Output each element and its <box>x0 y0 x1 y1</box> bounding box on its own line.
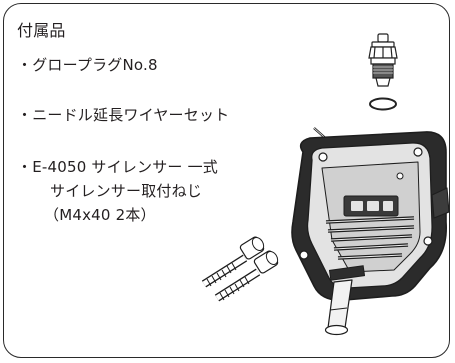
mounting-screws-illustration <box>201 236 279 302</box>
item-silencer-set: ・E-4050 サイレンサー 一式 <box>17 158 219 176</box>
screw-2 <box>214 250 279 302</box>
box-title: 付属品 <box>17 21 66 40</box>
item-needle-extension-wire-set: ・ニードル延長ワイヤーセット <box>17 106 230 124</box>
glow-plug-illustration <box>368 33 398 111</box>
screw-1 <box>201 236 265 288</box>
item-silencer-mounting-screws: サイレンサー取付ねじ <box>50 182 203 200</box>
silencer-illustration <box>291 131 450 336</box>
item-glow-plug: ・グロープラグNo.8 <box>17 56 158 74</box>
item-screw-spec: （M4x40 2本） <box>44 206 156 224</box>
